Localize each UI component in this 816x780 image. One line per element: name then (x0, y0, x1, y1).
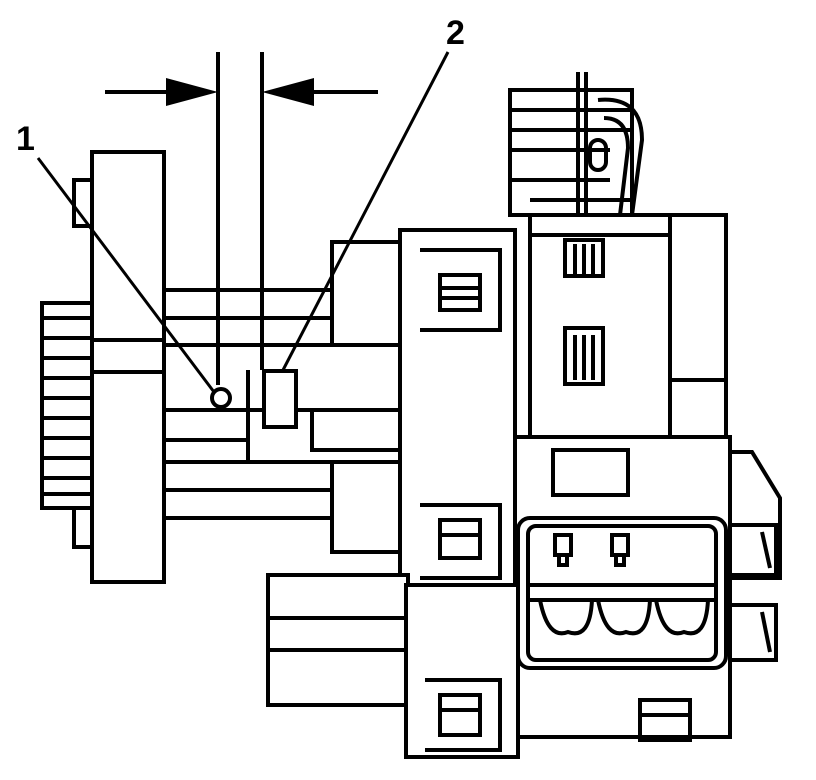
connector-housing (398, 228, 517, 587)
hole-marker (210, 387, 232, 409)
right-upper-housing (528, 213, 728, 439)
right-lower-housing (513, 435, 732, 742)
arrow-right-icon (166, 78, 218, 106)
arrow-left-icon (262, 78, 314, 106)
callout-2-label: 2 (446, 14, 465, 52)
top-latch-housing (508, 72, 645, 217)
knurled-collar (40, 301, 94, 510)
bottom-housing (266, 573, 520, 759)
callout-2-leader (280, 51, 450, 373)
left-flange (72, 150, 166, 584)
callout-1-leader (36, 157, 216, 393)
right-side-notches (728, 450, 782, 662)
dimension-marker (105, 52, 378, 385)
callout-1-label: 1 (16, 120, 35, 158)
tab-marker (262, 369, 298, 429)
